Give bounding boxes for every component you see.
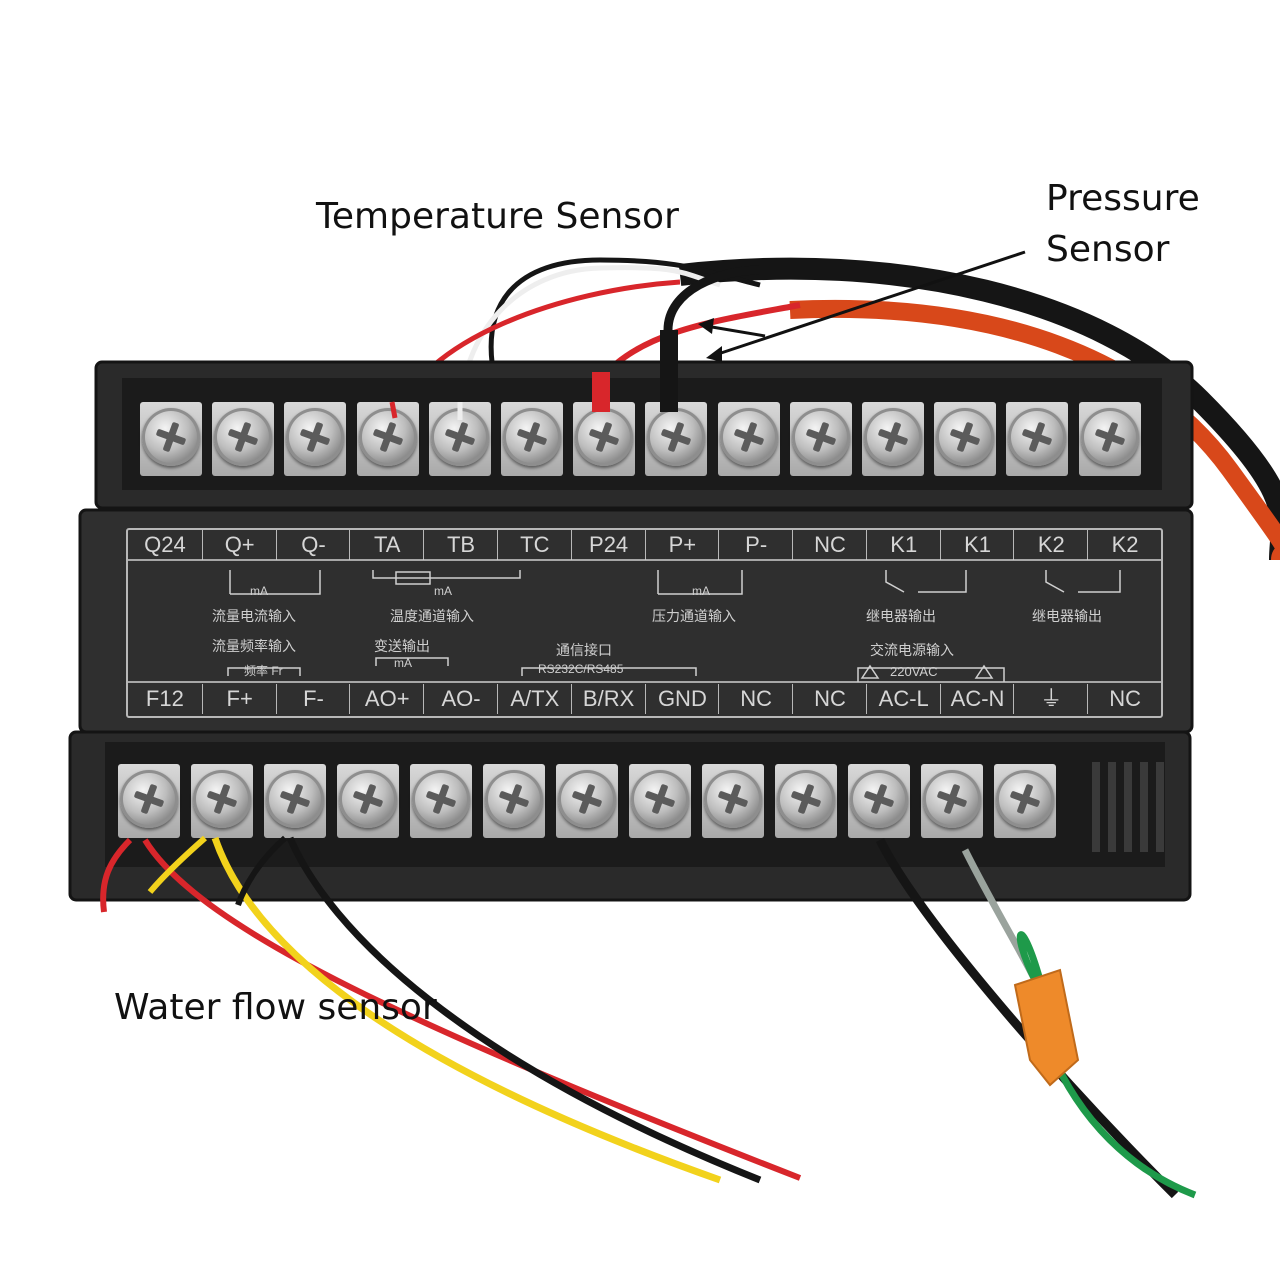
screw-head-icon xyxy=(142,408,200,466)
transmit-ma-label: mA xyxy=(394,656,412,670)
top-terminal-label: TC xyxy=(496,530,572,560)
vent-grille xyxy=(1092,762,1164,852)
transmit-output-label: 变送输出 xyxy=(374,639,430,655)
bottom-terminal-label: NC xyxy=(1087,684,1162,714)
temp-channel-input-label: 温度通道输入 xyxy=(390,609,474,625)
temperature-sensor-callout: Temperature Sensor xyxy=(316,196,679,237)
top-terminal-label: P- xyxy=(718,530,793,560)
top-terminal-label: K2 xyxy=(1013,530,1088,560)
top-terminal-label: Q24 xyxy=(144,532,186,557)
top-terminal-label: TB xyxy=(423,530,498,560)
top-terminal-label: Q- xyxy=(275,530,351,560)
screw-head-icon xyxy=(704,770,762,828)
screw-head-icon xyxy=(1080,408,1139,466)
screw-head-icon xyxy=(430,408,489,466)
water-flow-sensor-callout: Water flow sensor xyxy=(114,987,437,1028)
bottom-terminal-label: AC-N xyxy=(939,684,1015,714)
screw-head-icon xyxy=(485,770,543,828)
top-terminal-label: K1 xyxy=(865,530,941,560)
bottom-terminal-label: ⏚ xyxy=(1013,684,1088,714)
screw-head-icon xyxy=(996,770,1054,828)
screw-head-icon xyxy=(214,408,273,466)
screw-head-icon xyxy=(936,408,995,466)
screw-head-icon xyxy=(864,408,922,466)
screw-head-icon xyxy=(120,770,178,828)
screw-head-icon xyxy=(719,408,778,466)
screw-head-icon xyxy=(286,408,345,466)
pressure-sensor-callout-line2: Sensor xyxy=(1046,229,1170,270)
screw-head-icon xyxy=(412,770,470,828)
bottom-terminal-label: GND xyxy=(644,684,720,714)
screw-head-icon xyxy=(339,770,397,828)
screw-head-icon xyxy=(850,770,908,828)
top-terminal-label: P24 xyxy=(570,530,646,560)
screw-head-icon xyxy=(193,770,251,828)
screw-head-icon xyxy=(1008,408,1067,466)
top-terminal-label: TA xyxy=(349,530,424,560)
ac-power-input-label: 交流电源输入 xyxy=(870,643,954,659)
screw-head-icon xyxy=(503,408,561,466)
screw-head-icon xyxy=(631,770,689,828)
bottom-terminal-label: A/TX xyxy=(496,684,572,714)
comm-interface-label: 通信接口 xyxy=(556,643,612,659)
pressure-channel-input-label: 压力通道输入 xyxy=(652,609,736,625)
top-terminal-label: NC xyxy=(792,530,867,560)
temp-wire-white xyxy=(457,265,721,421)
rs-protocol-label: RS232C/RS485 xyxy=(538,662,624,676)
bottom-terminal-label: AC-L xyxy=(865,684,941,714)
flow-current-input-label: 流量电流输入 xyxy=(212,609,296,625)
relay-output-1-label: 继电器输出 xyxy=(866,609,936,625)
top-terminal-label: K1 xyxy=(939,530,1015,560)
screw-head-icon xyxy=(923,770,981,828)
relay-output-2-label: 继电器输出 xyxy=(1032,609,1102,625)
top-terminal-label: Q+ xyxy=(201,530,277,560)
screw-head-icon xyxy=(358,408,417,466)
bottom-terminal-label: NC xyxy=(718,684,793,714)
screw-head-icon xyxy=(558,770,616,828)
screw-head-icon xyxy=(266,770,324,828)
screw-head-icon xyxy=(575,408,634,466)
bottom-terminal-label: NC xyxy=(792,684,867,714)
bottom-terminal-label: F12 xyxy=(145,686,184,711)
top-terminal-label: K2 xyxy=(1087,530,1162,560)
bottom-terminal-label: AO+ xyxy=(349,684,424,714)
panel-schematic-lines xyxy=(128,559,1161,683)
bottom-terminal-label: B/RX xyxy=(570,684,646,714)
bottom-terminal-label: F+ xyxy=(201,684,277,714)
bottom-terminal-label: AO- xyxy=(423,684,498,714)
bottom-terminal-label: F- xyxy=(275,684,351,714)
pressure-sensor-callout-line1: Pressure xyxy=(1046,178,1200,219)
temp-ma-label: mA xyxy=(434,584,452,598)
screw-head-icon xyxy=(791,408,850,466)
screw-head-icon xyxy=(777,770,835,828)
flow-frequency-input-label: 流量频率输入 xyxy=(212,639,296,655)
top-terminal-label: P+ xyxy=(644,530,720,560)
screw-head-icon xyxy=(647,408,706,466)
